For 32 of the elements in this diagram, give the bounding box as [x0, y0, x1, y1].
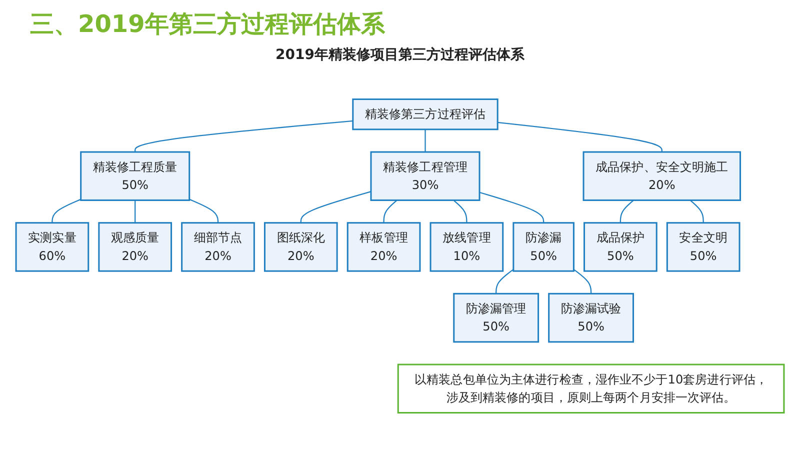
node-box: 精装修工程质量 50%	[80, 151, 190, 201]
node-box: 实测实量 60%	[15, 222, 90, 272]
node-box: 成品保护 50%	[584, 222, 658, 272]
connector	[690, 200, 704, 223]
node-box: 成品保护、安全文明施工 20%	[582, 151, 742, 201]
slide-title: 三、2019年第三方过程评估体系	[30, 9, 385, 40]
connector	[620, 200, 634, 223]
connector	[479, 192, 544, 223]
node-box: 图纸深化 20%	[264, 222, 338, 272]
node-box: 防渗漏 50%	[512, 222, 574, 272]
node-box: 精装修第三方过程评估	[352, 98, 498, 130]
connector	[383, 200, 398, 223]
connector	[498, 122, 662, 152]
connector	[300, 191, 372, 223]
connector	[573, 269, 592, 294]
node-box: 精装修工程管理 30%	[370, 151, 480, 201]
connector	[134, 120, 353, 152]
node-box: 防渗漏管理 50%	[453, 292, 540, 343]
connector	[496, 269, 514, 294]
connector	[52, 198, 82, 223]
node-box: 防渗漏试验 50%	[548, 292, 634, 343]
node-box: 以精装总包单位为主体进行检查，湿作业不少于10套房进行评估，涉及到精装修的项目，原则上每两个月安排一次评估。	[397, 364, 785, 414]
node-box: 放线管理 10%	[430, 222, 504, 272]
node-box: 安全文明 50%	[666, 222, 740, 272]
node-box: 观感质量 20%	[98, 222, 172, 272]
connector	[453, 200, 468, 223]
connector	[134, 200, 136, 223]
node-box: 样板管理 20%	[346, 222, 421, 272]
connector	[189, 198, 219, 223]
chart-heading: 2019年精装修项目第三方过程评估体系	[274, 46, 526, 64]
connector	[424, 129, 426, 152]
node-box: 细部节点 20%	[181, 222, 255, 272]
